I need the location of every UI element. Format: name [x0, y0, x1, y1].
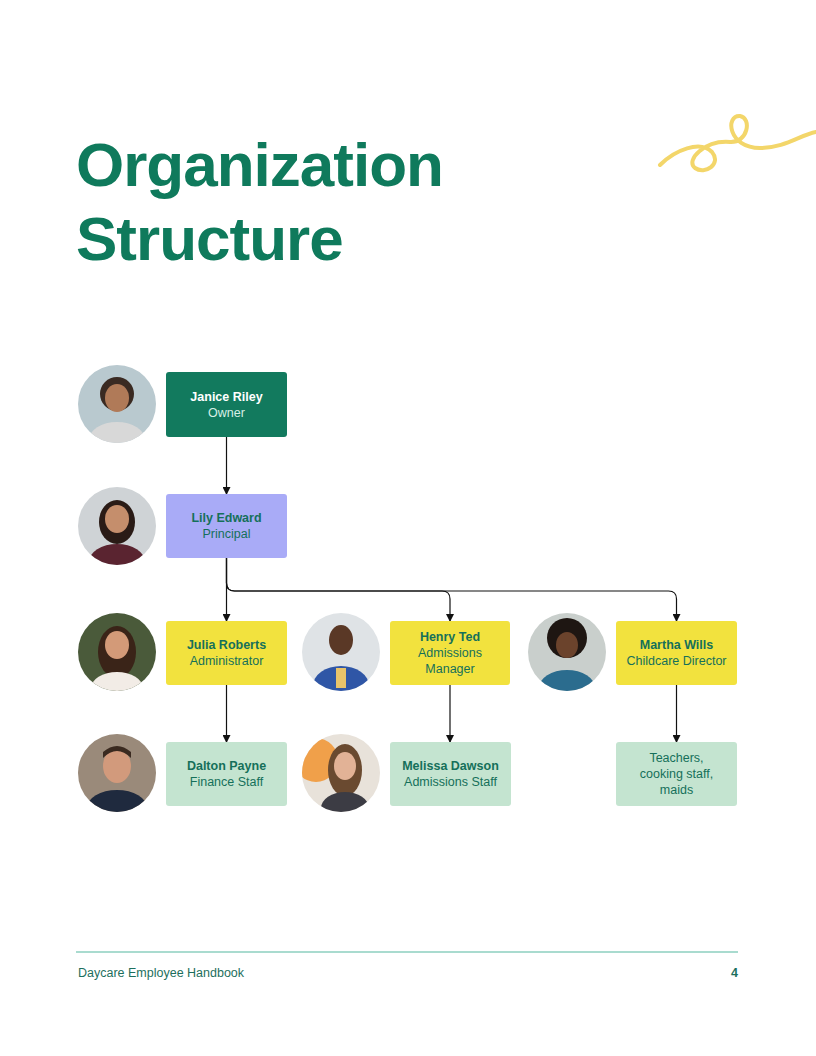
connector-arrow [227, 558, 677, 621]
node-subtitle: Principal [203, 526, 251, 542]
node-heading: Julia Roberts [187, 637, 266, 653]
avatar-photo [78, 734, 156, 826]
manager-box: Martha WillsChildcare Director [616, 621, 737, 685]
node-subtitle: Admissions Staff [404, 774, 497, 790]
owner-box: Janice RileyOwner [166, 372, 287, 437]
avatar-photo [78, 365, 156, 458]
squiggle-decoration [660, 116, 816, 170]
connector-arrow [227, 558, 451, 621]
node-subtitle: Finance Staff [190, 774, 263, 790]
footer-text: Daycare Employee Handbook [78, 966, 244, 980]
manager-box: Henry TedAdmissions Manager [390, 621, 510, 685]
page-number: 4 [731, 966, 738, 980]
principal-box: Lily EdwardPrincipal [166, 494, 287, 558]
node-subtitle: Childcare Director [626, 653, 726, 669]
staff-box: Teachers, cooking staff, maids [616, 742, 737, 806]
avatar-photo [528, 613, 606, 706]
connector-arrow [676, 685, 677, 742]
avatar-photo [78, 613, 156, 704]
node-subtitle: Owner [208, 405, 245, 421]
avatar-photo [78, 487, 156, 580]
node-subtitle: Admissions Manager [398, 645, 502, 677]
node-heading: Henry Ted [420, 629, 480, 645]
staff-box: Dalton PayneFinance Staff [166, 742, 287, 806]
node-heading: Martha Wills [640, 637, 714, 653]
node-heading: Dalton Payne [187, 758, 266, 774]
manager-box: Julia RobertsAdministrator [166, 621, 287, 685]
footer-rule [76, 951, 738, 953]
connector-arrow [449, 685, 450, 742]
connector-arrow [226, 437, 227, 494]
node-heading: Janice Riley [190, 389, 262, 405]
node-heading: Teachers, cooking staff, maids [624, 750, 729, 798]
staff-box: Melissa DawsonAdmissions Staff [390, 742, 511, 806]
avatar-photo [302, 613, 380, 706]
node-heading: Lily Edward [191, 510, 261, 526]
page-title: Organization Structure [76, 128, 516, 276]
node-subtitle: Administrator [190, 653, 264, 669]
connector-arrow [226, 685, 227, 742]
node-heading: Melissa Dawson [402, 758, 499, 774]
avatar-photo [294, 734, 380, 824]
